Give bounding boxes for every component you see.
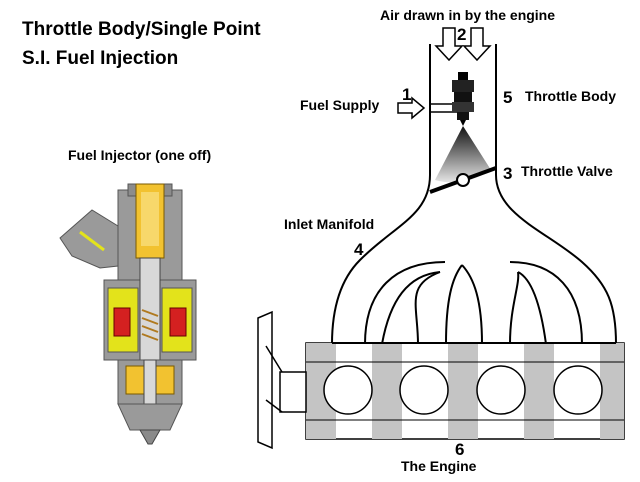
air-number: 2 <box>457 25 467 44</box>
cylinder-4 <box>553 365 603 415</box>
fuel-supply-arrow <box>397 96 426 120</box>
throttle-valve-label: Throttle Valve <box>521 163 613 179</box>
throttle-body-injector <box>452 72 474 126</box>
fuel-spray-cone <box>435 126 491 183</box>
manifold-runner-4b <box>517 271 547 345</box>
injector-caption: Fuel Injector (one off) <box>68 147 212 163</box>
air-label: Air drawn in by the engine <box>380 7 556 23</box>
manifold-runner-1 <box>364 261 446 345</box>
engine-number: 6 <box>455 440 465 459</box>
manifold-runner-2b <box>414 271 441 345</box>
title-line-1: Throttle Body/Single Point <box>22 19 261 40</box>
engine-block <box>305 342 625 440</box>
throttle-body-wall-right <box>495 44 617 345</box>
fuel-supply-label: Fuel Supply <box>300 97 380 113</box>
manifold-runner-3b <box>461 264 483 345</box>
throttle-body-number: 5 <box>503 88 513 107</box>
cylinder-1 <box>323 365 373 415</box>
manifold-runner-4a <box>509 271 520 345</box>
manifold-runner-2a <box>381 271 441 345</box>
fuel-injector-cutaway <box>59 183 197 445</box>
engine-flywheel <box>257 310 307 450</box>
throttle-body-label: Throttle Body <box>525 88 616 104</box>
air-arrow-left <box>434 27 464 62</box>
inlet-manifold-label: Inlet Manifold <box>284 216 375 232</box>
throttle-body-wall-left <box>331 44 431 345</box>
cylinder-2 <box>399 365 449 415</box>
injector-coil-left <box>113 307 131 337</box>
engine-label: The Engine <box>401 458 477 474</box>
engine-diagram <box>331 27 617 345</box>
air-arrow-right <box>462 27 492 62</box>
manifold-runner-3a <box>445 264 463 345</box>
fuel-supply-number: 1 <box>402 85 412 104</box>
throttle-valve-number: 3 <box>503 164 513 183</box>
throttle-valve <box>429 166 497 194</box>
cylinder-3 <box>476 365 526 415</box>
inlet-manifold-number: 4 <box>354 240 364 259</box>
injector-coil-right <box>169 307 187 337</box>
title-line-2: S.I. Fuel Injection <box>22 48 179 69</box>
manifold-runner-5 <box>509 261 583 345</box>
